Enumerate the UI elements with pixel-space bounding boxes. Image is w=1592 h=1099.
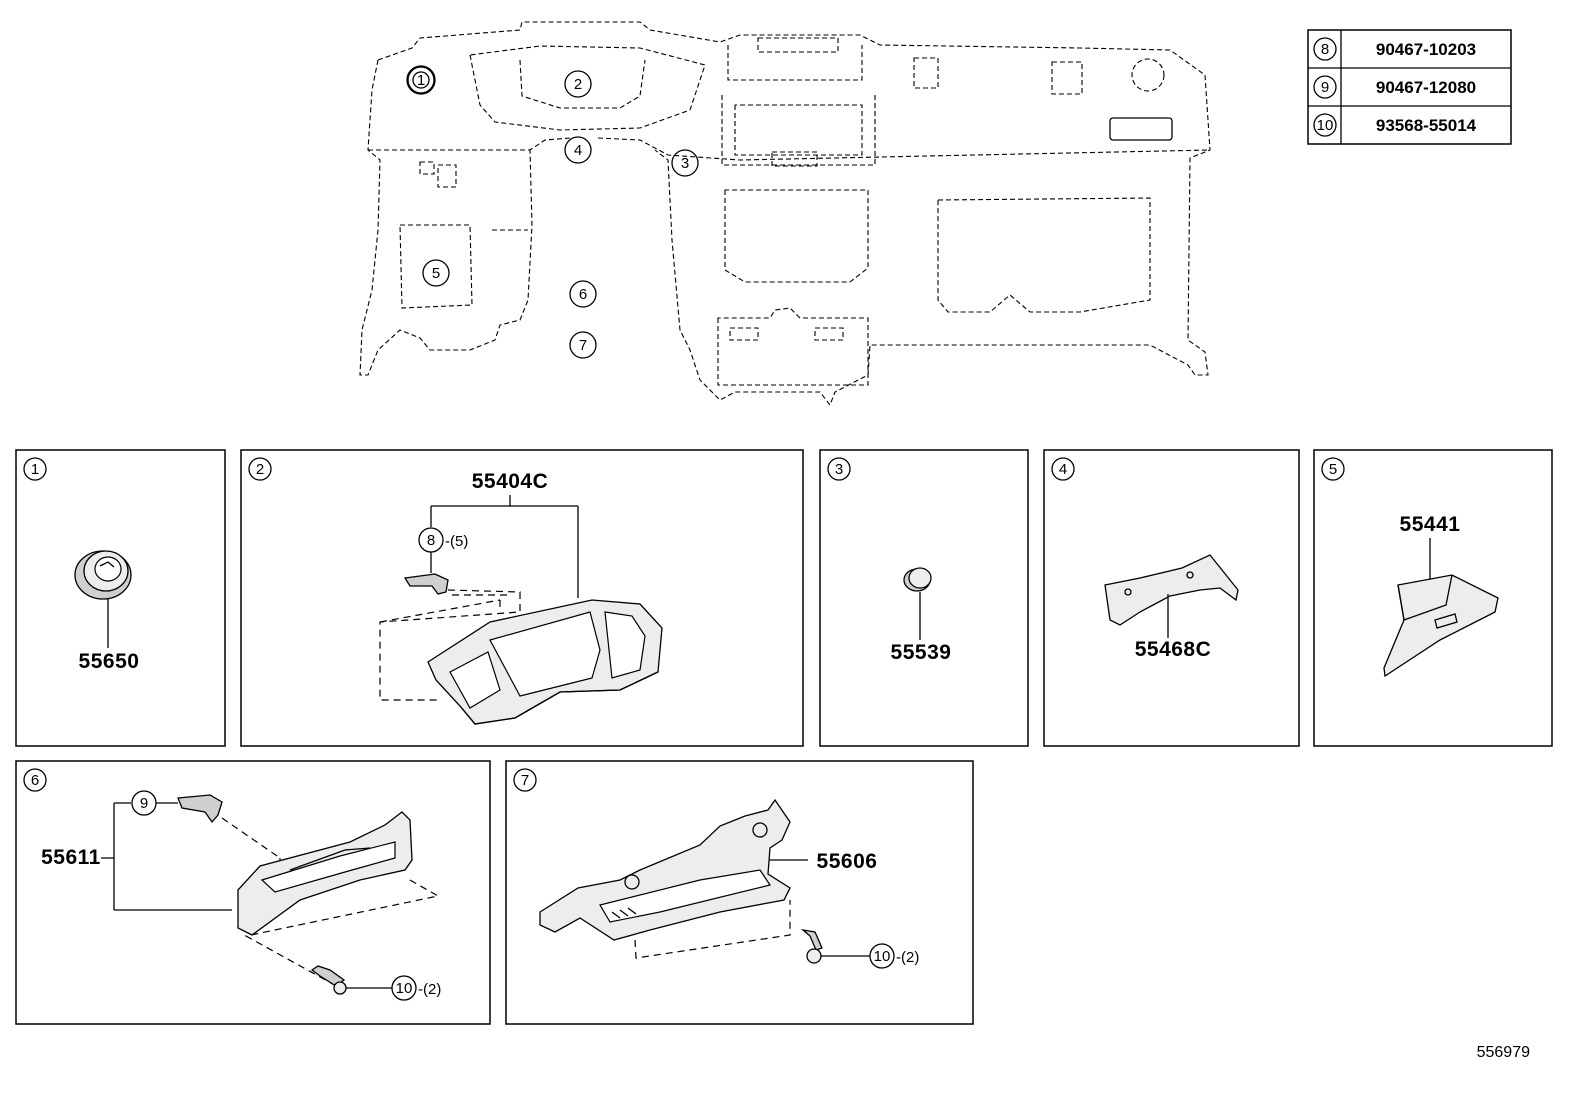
panel-6: 6 55611 9 10 -(2) [15, 760, 491, 1025]
clip-button-illustration [903, 567, 932, 592]
svg-text:4: 4 [574, 142, 582, 159]
svg-text:5: 5 [1329, 461, 1337, 478]
svg-text:7: 7 [579, 337, 587, 354]
overview-callout-2: 2 [564, 70, 592, 98]
clip-illustration [177, 794, 223, 824]
overview-callout-6: 6 [569, 280, 597, 308]
part-number-55539: 55539 [891, 641, 952, 664]
panel-3: 3 55539 [819, 449, 1029, 747]
lower-cover-illustration [539, 798, 791, 941]
svg-text:10: 10 [1317, 117, 1334, 134]
svg-text:8: 8 [1321, 41, 1329, 58]
legend-row-10: 10 93568-55014 [1313, 113, 1477, 137]
callout-9-circle: 9 [131, 790, 157, 816]
glove-box-illustration [1383, 574, 1499, 678]
svg-text:10: 10 [396, 980, 413, 997]
panel-2: 2 55404C 8 -(5) [240, 449, 804, 747]
legend-row-9: 9 90467-12080 [1313, 75, 1476, 99]
legend-table: 8 90467-10203 9 90467-12080 10 93568-550… [1307, 29, 1512, 145]
svg-text:9: 9 [140, 795, 148, 812]
panel-4: 4 55468C [1043, 449, 1300, 747]
svg-text:10: 10 [874, 948, 891, 965]
lower-panel-illustration [237, 811, 413, 936]
panel-5: 5 55441 [1313, 449, 1553, 747]
panel-7: 7 55606 10 -(2) [505, 760, 974, 1025]
quantity-label: -(5) [445, 533, 468, 550]
overview-callout-4: 4 [564, 136, 592, 164]
screw-illustration [800, 928, 823, 964]
part-number-55606: 55606 [817, 850, 878, 873]
overview-callout-1: 1 [407, 66, 435, 94]
air-vent-illustration [74, 550, 132, 600]
svg-text:2: 2 [256, 461, 264, 478]
overview-callout-7: 7 [569, 331, 597, 359]
part-number-55441: 55441 [1400, 513, 1461, 536]
svg-text:93568-55014: 93568-55014 [1376, 116, 1477, 135]
callout-8-circle: 8 [418, 527, 444, 553]
part-number-55404C: 55404C [472, 470, 549, 493]
svg-text:1: 1 [417, 72, 425, 89]
svg-text:6: 6 [31, 772, 39, 789]
svg-text:5: 5 [432, 265, 440, 282]
svg-text:8: 8 [427, 532, 435, 549]
svg-text:3: 3 [835, 461, 843, 478]
svg-text:4: 4 [1059, 461, 1067, 478]
overview-callout-5: 5 [422, 259, 450, 287]
svg-text:2: 2 [574, 76, 582, 93]
svg-text:3: 3 [681, 155, 689, 172]
reinforcement-bracket-illustration [1104, 554, 1239, 626]
part-number-55650: 55650 [79, 650, 140, 673]
svg-text:6: 6 [579, 286, 587, 303]
legend-row-8: 8 90467-10203 [1313, 37, 1476, 61]
callout-10-circle: 10 [391, 975, 417, 1001]
quantity-label: -(2) [418, 981, 441, 998]
quantity-label: -(2) [896, 949, 919, 966]
part-number-55468C: 55468C [1135, 638, 1212, 661]
screw-illustration [310, 965, 347, 995]
dashboard-overview: 1 2 3 4 5 6 7 [359, 21, 1211, 407]
svg-text:1: 1 [31, 461, 39, 478]
part-number-55611: 55611 [41, 846, 101, 869]
svg-text:9: 9 [1321, 79, 1329, 96]
panel-1: 1 55650 [15, 449, 226, 747]
svg-text:90467-12080: 90467-12080 [1376, 78, 1476, 97]
callout-10-circle: 10 [869, 943, 895, 969]
overview-callout-3: 3 [671, 149, 699, 177]
svg-text:90467-10203: 90467-10203 [1376, 40, 1476, 59]
cluster-bezel-illustration [427, 599, 663, 725]
drawing-id: 556979 [1477, 1044, 1530, 1061]
svg-text:7: 7 [521, 772, 529, 789]
clip-illustration [403, 573, 449, 595]
